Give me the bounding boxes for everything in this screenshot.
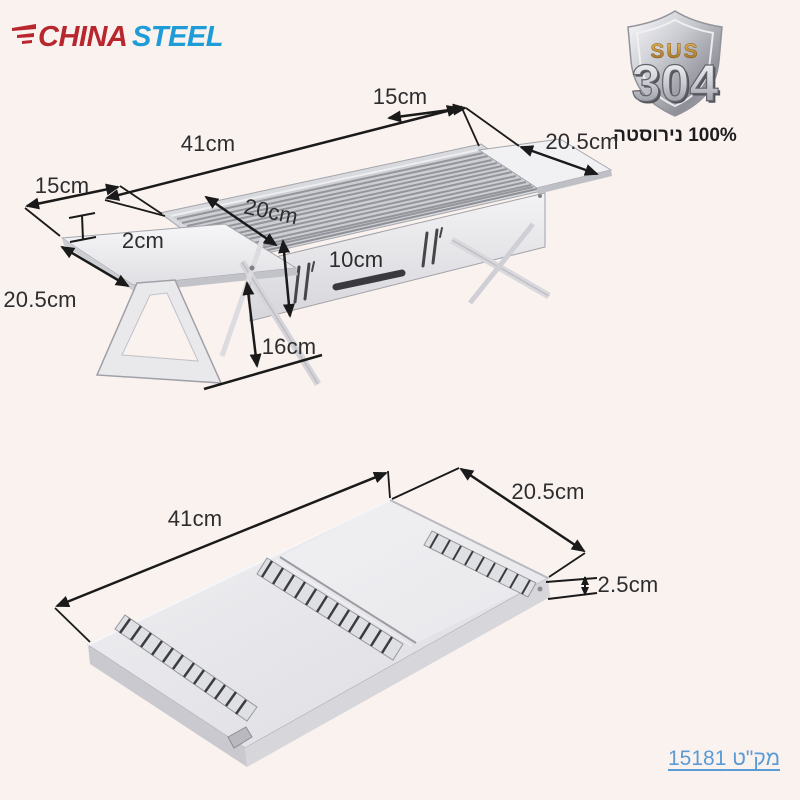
dim-shelf-thickness: 2cm — [121, 228, 165, 253]
folded-dimension-arrows — [54, 467, 598, 643]
dim-body-height: 10cm — [328, 247, 384, 272]
badge-grade-shadow: 304 — [634, 57, 721, 115]
badge-sus-label: SUS — [650, 40, 699, 63]
shield-icon — [627, 10, 723, 117]
sus304-badge: SUS 304 304 — [615, 6, 735, 131]
dim-folded-thickness: 2.5cm — [597, 572, 659, 597]
dim-right-wing-depth: 20.5cm — [545, 129, 619, 154]
dim-left-wing-width: 15cm — [34, 173, 90, 198]
material-subtitle: 100% נירוסטה — [613, 125, 737, 146]
brand-name-steel: STEEL — [132, 21, 223, 53]
dim-folded-length: 41cm — [167, 506, 223, 531]
folded-grill-art — [86, 499, 550, 767]
brand-logo: CHINA STEEL — [10, 8, 250, 61]
dim-right-wing-width: 15cm — [372, 84, 428, 109]
dim-leg-height: 16cm — [261, 334, 317, 359]
sku-link[interactable]: מק"ט 15181 — [667, 747, 780, 770]
speed-lines-icon — [12, 24, 36, 44]
dim-left-wing-depth: 20.5cm — [3, 287, 77, 312]
brand-name-china: CHINA — [38, 21, 127, 53]
dim-length: 41cm — [180, 131, 236, 156]
dim-folded-width: 20.5cm — [511, 479, 585, 504]
badge-grade-304: 304 — [632, 55, 719, 113]
assembled-dimension-arrows — [24, 103, 599, 391]
